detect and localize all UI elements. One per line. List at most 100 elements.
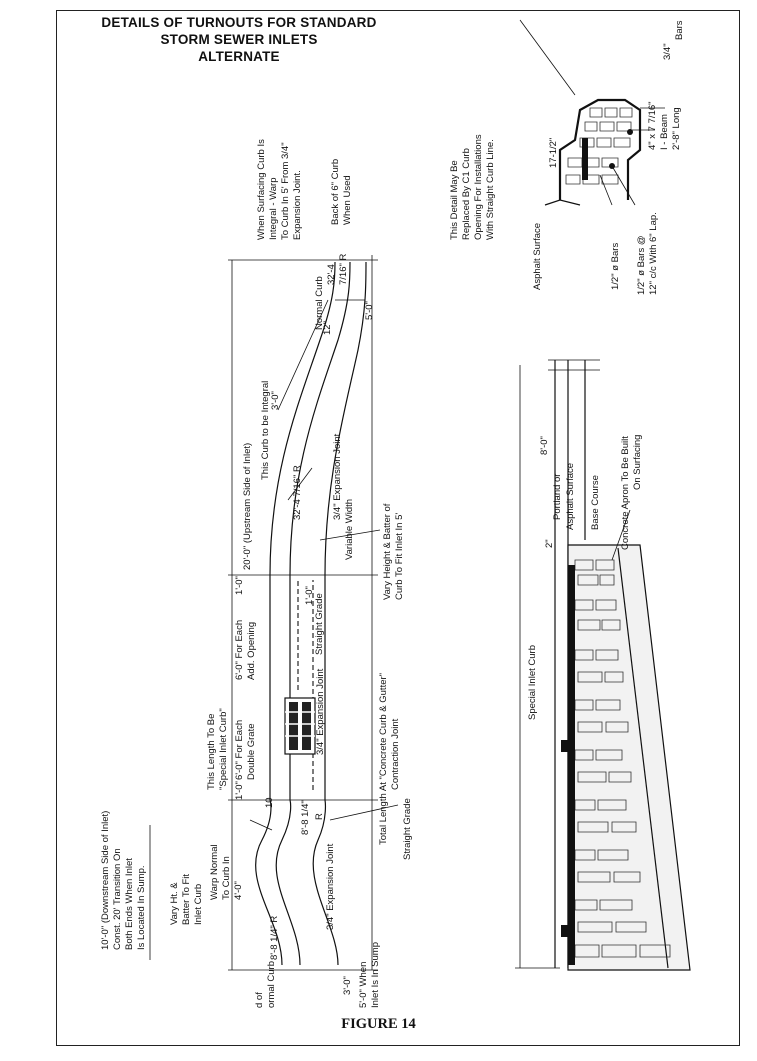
- label-double-grate: Double Grate: [246, 723, 257, 780]
- label-special-inlet-curb: Special Inlet Curb: [527, 645, 538, 720]
- label-portland: Portland or: [552, 474, 563, 520]
- label-radius-8b: 8'-8 1/4": [300, 800, 311, 835]
- label-1-0-a: 1'-0": [234, 781, 245, 800]
- section-view: Special Inlet Curb 8'-0" Portland or Asp…: [515, 359, 691, 971]
- curb-line-lower-inner: [312, 799, 339, 966]
- curb-detail: This Detail May Be Replaced By C1 Curb O…: [449, 19, 685, 295]
- label-half-bars: 1/2" ø Bars: [610, 243, 621, 290]
- label-curb-fit: Curb To Fit Inlet In 5': [394, 513, 405, 600]
- curb-line-lower-outer: [255, 799, 283, 966]
- label-variable-width: Variable Width: [344, 499, 355, 560]
- label-asphalt-surface: Asphalt Surface: [565, 463, 576, 530]
- label-total-length: Total Length At "Concrete Curb & Gutter": [378, 673, 389, 845]
- label-length-special: This Length To Be: [206, 714, 217, 790]
- leader-3-0: [277, 299, 329, 411]
- label-20-0: 20'-0" (Upstream Side of Inlet): [242, 443, 253, 570]
- title-line-2: STORM SEWER INLETS: [160, 32, 318, 47]
- leader-vary-ht: [249, 819, 273, 831]
- label-12: 12": [322, 321, 333, 335]
- label-5-0-sump: 5'-0" When: [358, 962, 369, 1008]
- label-7-16-r: 7/16" R: [338, 253, 349, 285]
- leader-vary: [319, 529, 381, 541]
- label-when-used: When Used: [342, 175, 353, 225]
- label-beam-long: 2'-8" Long: [671, 107, 682, 150]
- label-1-0-b: 1'-0": [234, 576, 245, 595]
- concrete-apron-edge: [617, 547, 669, 969]
- label-curb-5: To Curb In 5' From 3/4": [280, 142, 291, 240]
- detail-stone-fill: [565, 107, 633, 185]
- label-bars-spacing: 12" c/c With 6" Lap.: [648, 212, 659, 295]
- label-6-0-each-2: 6'-0" For Each: [234, 620, 245, 680]
- label-contraction-joint: Contraction Joint: [390, 718, 401, 790]
- label-to-curb: To Curb In: [221, 856, 232, 900]
- label-radius-8: 8'-8 1/4" R: [269, 916, 280, 960]
- label-downstream-4: Is Located In Sump.: [136, 866, 147, 951]
- label-detail-asphalt: Asphalt Surface: [532, 223, 543, 290]
- figure-caption: FIGURE 14: [341, 1016, 416, 1032]
- label-detail-replaced-3: Opening For Installations: [473, 134, 484, 240]
- label-curb-integral: This Curb to be Integral: [260, 381, 271, 480]
- label-detail-replaced-2: Replaced By C1 Curb: [461, 148, 472, 240]
- label-3-0-b: 3'-0": [270, 391, 281, 410]
- reinforcement-cap-1: [561, 740, 575, 752]
- label-1-0-c: 1'-0": [304, 586, 315, 605]
- curb-line-lower-mid: [275, 799, 301, 966]
- label-inlet-curb: Inlet Curb: [193, 884, 204, 925]
- detail-i-beam: [582, 138, 588, 180]
- plan-view: 10'-0" (Downstream Side of Inlet) Const.…: [100, 139, 413, 1008]
- label-detail-replaced: This Detail May Be: [449, 160, 460, 240]
- label-ten: 10: [264, 797, 275, 808]
- label-expansion-low: 3/4" Expansion Joint: [325, 843, 336, 930]
- label-downstream: 10'-0" (Downstream Side of Inlet): [100, 811, 111, 950]
- drawing-border: [56, 10, 740, 1046]
- label-beam: I - Beam: [659, 114, 670, 150]
- leader-half-bars: [599, 174, 613, 206]
- label-4-0: 4'-0": [233, 881, 244, 900]
- label-expansion-top: Expansion Joint.: [292, 170, 303, 240]
- detail-bar-2: [627, 129, 633, 135]
- reinforcement-bar-2: [568, 750, 575, 925]
- label-straight-grade-inlet: Straight Grade: [314, 593, 325, 655]
- label-2-in: 2": [544, 539, 555, 548]
- label-on-surfacing: On Surfacing: [632, 435, 643, 490]
- label-concrete-apron: Concrete Apron To Be Built: [620, 436, 631, 550]
- label-8-0: 8'-0": [539, 436, 550, 455]
- detail-curb-outline: [558, 98, 642, 200]
- inlet-grate-bars: [285, 702, 315, 750]
- label-6-0-each: 6'-0" For Each: [234, 720, 245, 780]
- label-17-half: 17-1/2": [548, 138, 559, 168]
- label-back-curb: Back of 6" Curb: [330, 159, 341, 225]
- label-length-special-2: "Special Inlet Curb": [218, 708, 229, 790]
- label-vary-ht: Vary Ht. &: [169, 882, 180, 925]
- label-vary-height: Vary Height & Batter of: [382, 503, 393, 600]
- label-32-4: 32'-4: [326, 264, 337, 285]
- label-warp-normal: Warp Normal: [209, 844, 220, 900]
- label-half-bars-b: 1/2" ø Bars @: [636, 236, 647, 295]
- label-normal-curb: Normal Curb: [314, 276, 325, 330]
- label-integral-warp: Integral - Warp: [268, 178, 279, 240]
- drawing-title: DETAILS OF TURNOUTS FOR STANDARD STORM S…: [64, 14, 414, 65]
- label-3-0: 3'-0": [342, 976, 353, 995]
- label-expansion-low-2: 3/4" Expansion Joint: [315, 668, 326, 755]
- label-r: R: [314, 813, 325, 820]
- curb-line-upper-outer: [269, 261, 336, 576]
- leader-detail-note: [519, 19, 576, 96]
- curb-line-upper-back: [289, 261, 351, 576]
- label-when-surfacing: When Surfacing Curb Is: [256, 139, 267, 240]
- leader-half-bars-b: [611, 165, 636, 206]
- reinforcement-bar-1: [568, 565, 575, 740]
- label-bar-dim: 4" x 7 7/16": [647, 102, 658, 150]
- title-line-3: ALTERNATE: [198, 49, 280, 64]
- label-normal-curb-end-2: ormal Curb: [266, 961, 277, 1008]
- label-5-0-b: 5'-0": [364, 301, 375, 320]
- leader-integral: [287, 467, 313, 501]
- label-add-opening: Add. Opening: [246, 622, 257, 680]
- label-batter: Batter To Fit: [181, 874, 192, 925]
- concrete-apron-body: [567, 544, 691, 971]
- title-line-1: DETAILS OF TURNOUTS FOR STANDARD: [101, 15, 377, 30]
- label-expansion-mid: 3/4" Expansion Joint: [332, 433, 343, 520]
- label-straight-grade: Straight Grade: [402, 798, 413, 860]
- reinforcement-cap-2: [561, 925, 575, 937]
- label-downstream-3: Both Ends When Inlet: [124, 858, 135, 950]
